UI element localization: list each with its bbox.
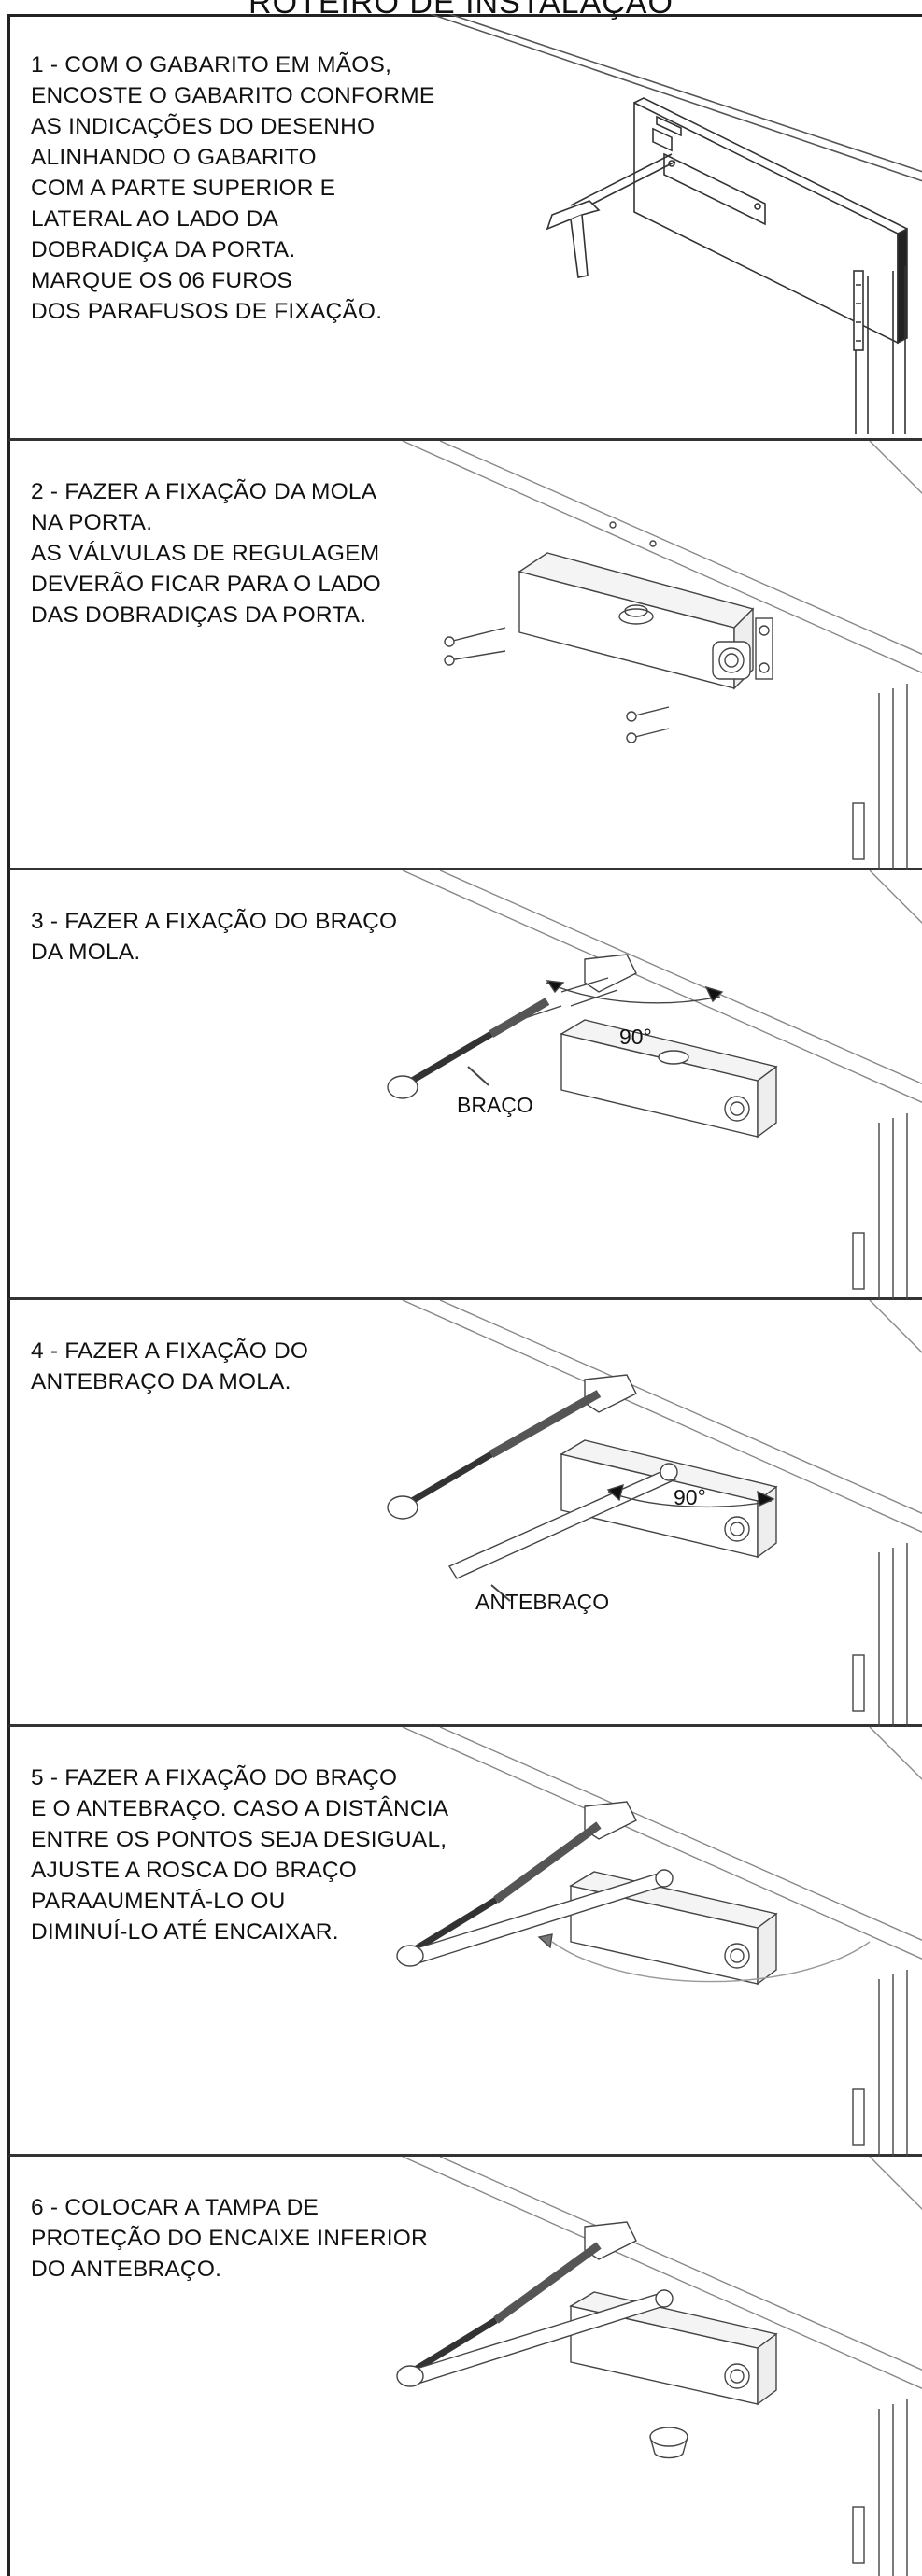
- step-3-angle-label: 90°: [619, 1025, 652, 1049]
- step-5-text: 5 - FAZER A FIXAÇÃO DO BRAÇO E O ANTEBRA…: [31, 1765, 449, 1945]
- step-4-part-label: ANTEBRAÇO: [475, 1590, 610, 1614]
- step-3-part-label: BRAÇO: [457, 1093, 533, 1117]
- closer-mounting-illustration: [402, 441, 922, 870]
- step-6-panel: 6 - COLOCAR A TAMPA DE PROTEÇÃO DO ENCAI…: [7, 2157, 922, 2576]
- arm-fixing-illustration: [387, 870, 922, 1300]
- step-1-text: 1 - COM O GABARITO EM MÃOS, ENCOSTE O GA…: [31, 52, 435, 324]
- step-3-panel: 3 - FAZER A FIXAÇÃO DO BRAÇO DA MOLA. 90…: [7, 870, 922, 1300]
- step-2-panel: 2 - FAZER A FIXAÇÃO DA MOLA NA PORTA. AS…: [7, 441, 922, 870]
- forearm-fixing-illustration: [387, 1300, 922, 1727]
- step-5-panel: 5 - FAZER A FIXAÇÃO DO BRAÇO E O ANTEBRA…: [7, 1727, 922, 2157]
- step-1-panel: 1 - COM O GABARITO EM MÃOS, ENCOSTE O GA…: [7, 14, 922, 441]
- arm-assembly-illustration: [396, 1727, 922, 2157]
- step-2-text: 2 - FAZER A FIXAÇÃO DA MOLA NA PORTA. AS…: [31, 479, 381, 628]
- template-door-illustration: [430, 14, 922, 434]
- protective-cap-illustration: [396, 2157, 922, 2576]
- step-4-panel: 4 - FAZER A FIXAÇÃO DO ANTEBRAÇO DA MOLA…: [7, 1300, 922, 1727]
- step-4-angle-label: 90°: [674, 1485, 706, 1509]
- step-4-text: 4 - FAZER A FIXAÇÃO DO ANTEBRAÇO DA MOLA…: [31, 1338, 309, 1394]
- step-6-text: 6 - COLOCAR A TAMPA DE PROTEÇÃO DO ENCAI…: [31, 2195, 428, 2282]
- step-3-text: 3 - FAZER A FIXAÇÃO DO BRAÇO DA MOLA.: [31, 909, 398, 965]
